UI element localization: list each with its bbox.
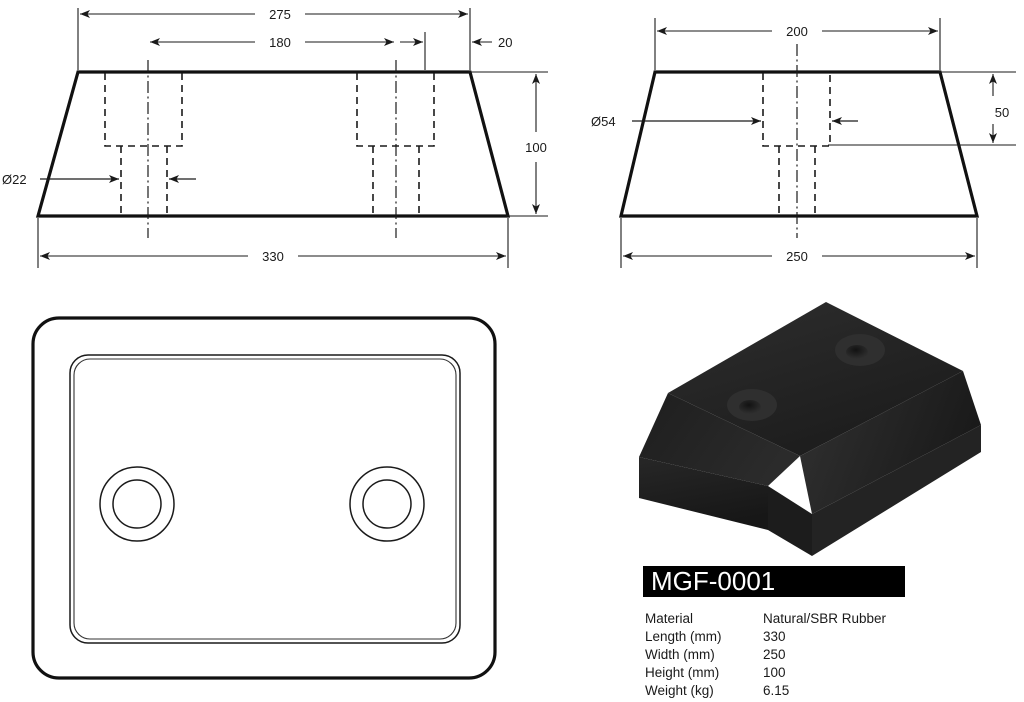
front-elevation-view: 275 180 20 330 100 Ø22 [2,7,548,268]
side-counterbore-hidden [762,73,831,147]
spec-row-label-0: Material [645,611,693,626]
spec-row-value-4: 6.15 [763,683,789,698]
dim-250-text: 250 [786,249,808,264]
dim-20: 20 [472,35,512,50]
dim-200-text: 200 [786,24,808,39]
dim-hole-diameter-22: Ø22 [2,172,196,187]
dim-100-text: 100 [525,140,547,155]
dim-250: 250 [623,249,975,264]
left-counterbore-hidden [104,73,183,147]
dim-50: 50 [989,74,1009,143]
dim-275: 275 [80,7,468,22]
render-hole-near-inner [739,400,761,414]
render-side-face [812,425,981,556]
isometric-render [639,302,981,556]
plan-view [31,316,497,680]
plan-left-hole-circle [112,479,162,529]
dim-275-text: 275 [269,7,291,22]
spec-block: MGF-0001 Material Natural/SBR Rubber Len… [643,566,905,698]
spec-row-value-2: 250 [763,647,786,662]
dim-330: 330 [40,249,506,264]
dim-20-text: 20 [498,35,512,50]
plan-outer-outline [31,316,497,680]
plan-left-counterbore-circle [99,466,175,542]
spec-row-label-3: Height (mm) [645,665,719,680]
side-elevation-view: 200 250 50 Ø54 [591,18,1016,268]
render-right-slope-face [800,371,981,514]
spec-row-value-3: 100 [763,665,786,680]
dim-180: 180 [150,35,423,50]
dim-d22-text: Ø22 [2,172,27,187]
spec-row-label-4: Weight (kg) [645,683,714,698]
front-left-hole-hidden [104,73,183,216]
spec-row-value-1: 330 [763,629,786,644]
plan-inner-outline-offset [73,358,457,640]
spec-row-label-2: Width (mm) [645,647,715,662]
dim-50-text: 50 [995,105,1009,120]
dim-200: 200 [657,24,938,39]
plan-inner-outline [69,354,461,644]
spec-row-label-1: Length (mm) [645,629,722,644]
dim-counterbore-diameter-54: Ø54 [591,114,858,129]
side-hole-hidden [762,73,831,216]
plan-right-counterbore-circle [349,466,425,542]
dim-d54-text: Ø54 [591,114,616,129]
spec-row-value-0: Natural/SBR Rubber [763,611,887,626]
dim-180-text: 180 [269,35,291,50]
dim-330-text: 330 [262,249,284,264]
spec-title-bar [643,566,905,597]
render-front-face [639,457,768,530]
render-hole-far-inner [846,345,868,359]
render-left-slope-face [639,393,800,486]
plan-right-hole-circle [362,479,412,529]
render-front-right-face [768,486,812,556]
dim-100: 100 [525,74,547,214]
spec-title: MGF-0001 [651,566,775,596]
